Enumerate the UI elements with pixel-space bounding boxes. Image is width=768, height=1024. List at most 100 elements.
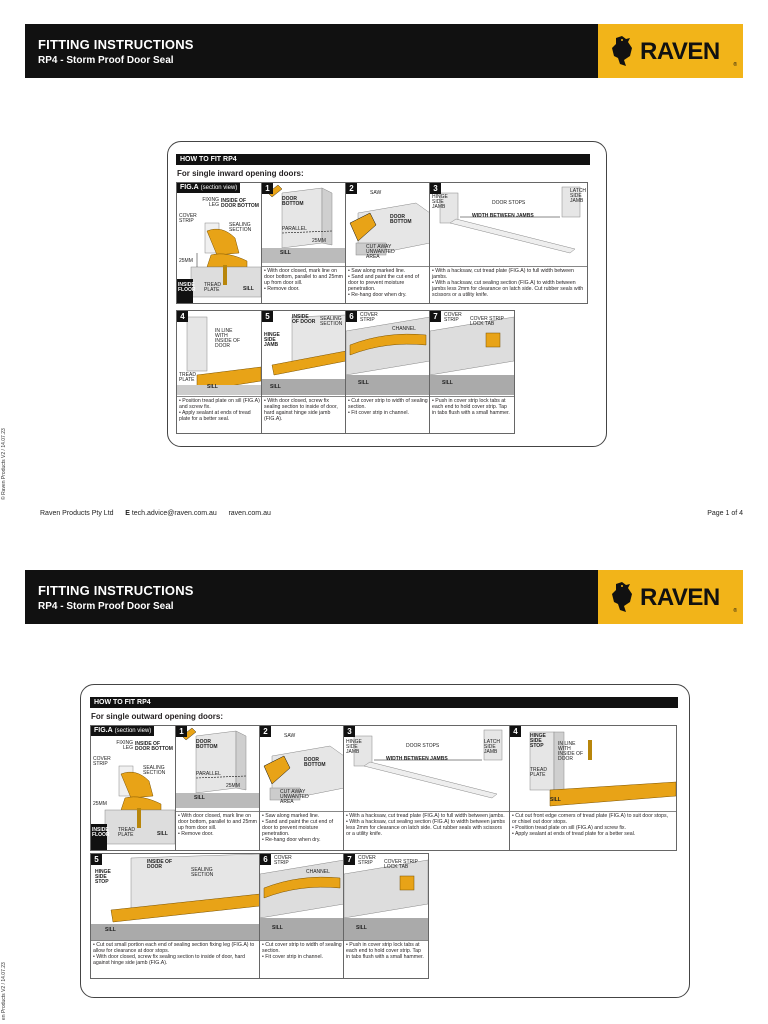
label-hinge-side-stop: HINGE SIDE STOP [530,733,546,749]
label-sill: SILL [550,797,561,803]
label-hinge-side-jamb: HINGE SIDE JAMB [432,194,448,210]
label-sill: SILL [207,384,218,390]
step-number: 6 [346,311,357,322]
page1-fig-a: FIG.A (section view) FIXING LEG COVER ST… [176,182,263,304]
step7-caption: • Push in cover strip lock tabs at each … [344,940,428,978]
step6-caption: • Cut cover strip to width of sealing se… [346,396,430,433]
raven-bird-icon [612,36,632,66]
page2-step-7: 7 COVER STRIP COVER STRIP LOCK TAB SILL … [343,853,429,979]
page1-subheading: For single inward opening doors: [177,169,304,178]
step6-caption: • Cut cover strip to width of sealing se… [260,940,344,978]
step-number: 1 [176,726,187,737]
page2-title: FITTING INSTRUCTIONS [38,583,194,598]
step7-caption: • Push in cover strip lock tabs at each … [430,396,514,433]
page1-step-5: 5 INSIDE OF DOOR SEALING SECTION HINGE S… [261,310,347,434]
step6-illustration [260,859,344,940]
label-door-bottom: DOOR BOTTOM [304,757,326,768]
page2-fig-a: FIG.A (section view) FIXING LEG COVER ST… [90,725,177,851]
label-saw: SAW [284,733,296,739]
label-sill: SILL [272,925,283,931]
label-cover-strip: COVER STRIP [274,855,292,866]
fig-a-title: FIG.A (section view) [177,183,241,193]
label-cut-away-unwanted-area: CUT AWAY UNWANTED AREA [366,244,395,260]
label-hinge-side-jamb: HINGE SIDE JAMB [264,332,280,348]
page2-howto-bar: HOW TO FIT RP4 [90,697,678,708]
label-cover-strip: COVER STRIP [358,855,376,866]
step-number: 3 [430,183,441,194]
step5-caption: • With door closed, screw fix sealing se… [262,396,346,433]
fig-a-title: FIG.A (section view) [91,726,155,736]
label-in-line-with-inside-of-door: IN LINE WITH INSIDE OF DOOR [215,328,241,349]
label-door-bottom: DOOR BOTTOM [196,739,218,750]
step5-illustration [91,854,260,940]
label-sealing-section: SEALING SECTION [191,867,214,878]
step-number: 4 [177,311,188,322]
step4-caption: • Cut out front edge corners of tread pl… [510,811,676,850]
page1-step-7: 7 COVER STRIP COVER STRIP LOCK TAB SILL … [429,310,515,434]
label-tread-plate: TREAD PLATE [118,827,135,838]
raven-logo: RAVEN ® [598,570,743,624]
label-sill: SILL [442,380,453,386]
label-hinge-side-jamb: HINGE SIDE JAMB [346,739,362,755]
step-number: 4 [510,726,521,737]
label-sealing-section: SEALING SECTION [229,222,252,233]
step1-illustration [176,727,260,808]
page1-step-3: 3 HINGE SIDE JAMB DOOR STOPS LATCH SIDE … [429,182,588,304]
page2-step-5: 5 INSIDE OF DOOR SEALING SECTION HINGE S… [90,853,261,979]
page1-howto-bar: HOW TO FIT RP4 [176,154,590,165]
label-hinge-side-stop: HINGE SIDE STOP [95,869,111,885]
step2-caption: • Saw along marked line.• Sand and paint… [346,266,430,303]
label-sill: SILL [194,795,205,801]
label-latch-side-jamb: LATCH SIDE JAMB [484,739,501,755]
label-width-between-jambs: WIDTH BETWEEN JAMBS [472,213,534,219]
step6-illustration [346,316,430,395]
page2-side-text: en Products V2 / 14.07.23 [1,962,7,1020]
raven-wordmark: RAVEN [640,38,720,65]
page1-step-6: 6 COVER STRIP CHANNEL SILL • Cut cover s… [345,310,431,434]
label-door-stops: DOOR STOPS [406,743,440,749]
label-sill: SILL [270,384,281,390]
label-inside-of-door: INSIDE OF DOOR [147,859,173,870]
footer-web-link[interactable]: raven.com.au [228,510,271,517]
step-number: 6 [260,854,271,865]
label-25mm: 25mm [226,783,240,789]
label-parallel: PARALLEL [282,226,307,232]
label-sill: SILL [356,925,367,931]
step1-caption: • With door closed, mark line on door bo… [262,266,346,303]
label-inside-of-door: INSIDE OF DOOR [292,314,316,325]
page1-step-2: 2 SAW DOOR BOTTOM CUT AWAY UNWANTED AREA… [345,182,431,304]
page1-side-text: © Raven Products V2 / 14.07.23 [1,428,7,500]
label-in-line-with-inside-of-door: IN LINE WITH INSIDE OF DOOR [558,741,584,762]
step-number: 2 [260,726,271,737]
page1-instructions-panel: HOW TO FIT RP4 For single inward opening… [167,141,607,447]
step1-caption: • With door closed, mark line on door bo… [176,811,260,850]
label-inside-floor: INSIDE FLOOR [92,827,110,838]
label-width-between-jambs: WIDTH BETWEEN JAMBS [386,756,448,762]
label-door-bottom: DOOR BOTTOM [282,196,304,207]
step4-caption: • Position tread plate on sill (FIG.A) a… [177,396,262,433]
registered-mark: ® [733,608,737,614]
page1-header: FITTING INSTRUCTIONS RP4 - Storm Proof D… [25,24,743,78]
step7-illustration [430,316,514,395]
step5-caption: • Cut out small portion each end of seal… [91,940,260,978]
step3-illustration [439,186,581,254]
label-sill: SILL [280,250,291,256]
step-number: 2 [346,183,357,194]
label-cover-strip-lock-tab: COVER STRIP LOCK TAB [384,859,418,870]
fig-a-section-illustration [91,765,176,850]
page2-subtitle: RP4 - Storm Proof Door Seal [38,601,174,612]
label-cover-strip-lock-tab: COVER STRIP LOCK TAB [470,316,504,327]
label-25mm: 25mm [312,238,326,244]
page-number: Page 1 of 4 [707,510,743,517]
page2-subheading: For single outward opening doors: [91,712,223,721]
label-channel: CHANNEL [392,326,416,332]
page1-step-1: 1 DOOR BOTTOM PARALLEL 25mm SILL • With … [261,182,347,304]
page2-instructions-panel: HOW TO FIT RP4 For single outward openin… [80,684,690,998]
page2-step-3: 3 HINGE SIDE JAMB DOOR STOPS LATCH SIDE … [343,725,511,851]
footer-email-link[interactable]: tech.advice@raven.com.au [131,510,217,517]
label-cover-strip: COVER STRIP [93,756,111,767]
page2-header: FITTING INSTRUCTIONS RP4 - Storm Proof D… [25,570,743,624]
label-inside-of-door-bottom: INSIDE OF DOOR BOTTOM [135,741,173,752]
footer-company: Raven Products Pty Ltd [40,510,114,517]
label-tread-plate: TREAD PLATE [179,372,196,383]
